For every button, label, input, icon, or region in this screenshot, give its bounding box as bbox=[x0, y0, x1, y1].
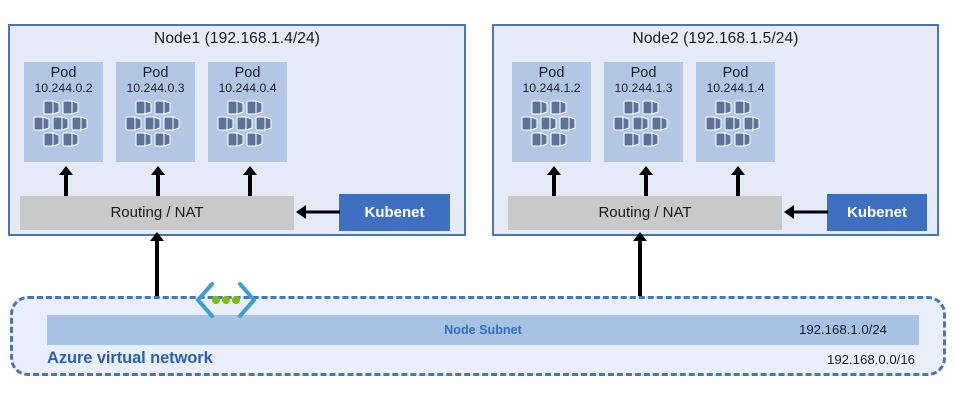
pod-label: Pod bbox=[234, 65, 261, 81]
node-subnet-label: Node Subnet bbox=[444, 323, 522, 337]
vnet-cidr-label: 192.168.0.0/16 bbox=[827, 352, 915, 367]
pod-label: Pod bbox=[538, 65, 565, 81]
pod-cluster-icon bbox=[610, 99, 678, 148]
pod-label: Pod bbox=[722, 65, 749, 81]
pod-box[interactable]: Pod 10.244.0.4 bbox=[208, 62, 287, 162]
pod-ip-address: 10.244.0.4 bbox=[218, 80, 277, 95]
kubenet-box[interactable]: Kubenet bbox=[339, 194, 450, 231]
pod-label: Pod bbox=[50, 65, 77, 81]
pod-ip-address: 10.244.0.3 bbox=[126, 80, 185, 95]
pod-box[interactable]: Pod 10.244.0.2 bbox=[24, 62, 103, 162]
pod-cluster-icon bbox=[702, 99, 770, 148]
node-container-node1: Node1 (192.168.1.4/24) Pod 10.244.0.2 bbox=[8, 24, 466, 236]
pod-cluster-icon bbox=[122, 99, 190, 148]
pod-box[interactable]: Pod 10.244.0.3 bbox=[116, 62, 195, 162]
node-container-node2: Node2 (192.168.1.5/24) Pod 10.244.1.2 bbox=[492, 24, 939, 236]
routing-nat-bar: Routing / NAT bbox=[20, 196, 294, 230]
pod-box[interactable]: Pod 10.244.1.2 bbox=[512, 62, 591, 162]
vnet-chevron-dots-icon bbox=[192, 282, 260, 323]
node-title: Node1 (192.168.1.4/24) bbox=[154, 30, 320, 47]
kubenet-box[interactable]: Kubenet bbox=[827, 194, 927, 231]
pod-cluster-icon bbox=[518, 99, 586, 148]
node-title: Node2 (192.168.1.5/24) bbox=[632, 30, 799, 47]
pod-ip-address: 10.244.1.4 bbox=[706, 80, 765, 95]
pod-ip-address: 10.244.0.2 bbox=[34, 80, 93, 95]
kubenet-routing-arrow bbox=[296, 204, 340, 220]
azure-virtual-network-box: Node Subnet 192.168.1.0/24 Azure virtual… bbox=[10, 296, 946, 376]
node-subnet-bar: Node Subnet 192.168.1.0/24 bbox=[47, 315, 919, 345]
routing-nat-bar: Routing / NAT bbox=[508, 196, 782, 230]
pod-cluster-icon bbox=[30, 99, 98, 148]
pod-label: Pod bbox=[630, 65, 657, 81]
node-subnet-cidr: 192.168.1.0/24 bbox=[799, 322, 887, 337]
kubenet-routing-arrow bbox=[784, 204, 828, 220]
pod-label: Pod bbox=[142, 65, 169, 81]
pod-box[interactable]: Pod 10.244.1.4 bbox=[696, 62, 775, 162]
pod-box[interactable]: Pod 10.244.1.3 bbox=[604, 62, 683, 162]
vnet-name-label: Azure virtual network bbox=[47, 349, 213, 367]
pod-ip-address: 10.244.1.2 bbox=[522, 80, 581, 95]
pod-cluster-icon bbox=[214, 99, 282, 148]
pod-ip-address: 10.244.1.3 bbox=[614, 80, 673, 95]
